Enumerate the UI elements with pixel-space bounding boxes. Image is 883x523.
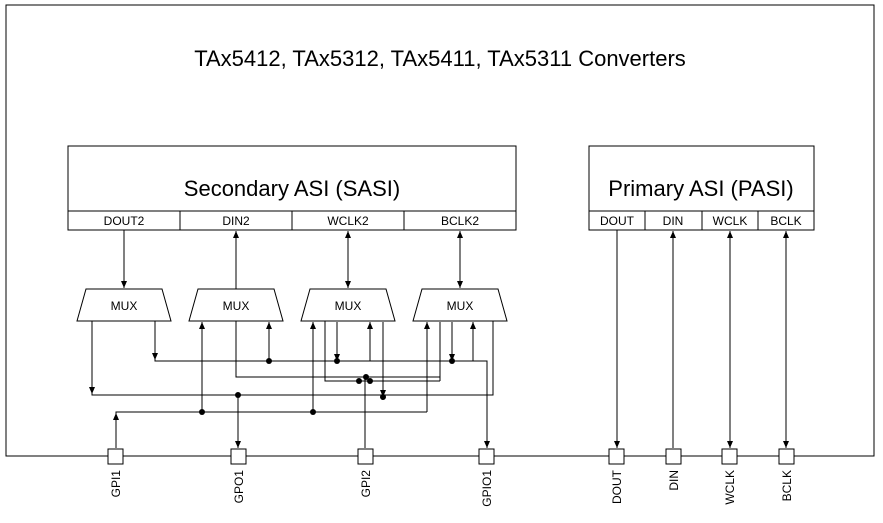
junction-dot bbox=[199, 409, 205, 415]
route-mux3-out bbox=[324, 321, 359, 382]
pin-gpo1 bbox=[230, 448, 247, 465]
mux-label: MUX bbox=[111, 299, 138, 313]
junction-dot bbox=[367, 378, 373, 384]
label-gpi1: GPI1 bbox=[109, 470, 123, 498]
junction-dot bbox=[310, 409, 316, 415]
mux-shape bbox=[76, 288, 172, 322]
route-gpio1-bus bbox=[91, 321, 494, 396]
pasi-pin-din: DIN bbox=[663, 214, 684, 228]
mux-shape bbox=[188, 288, 284, 322]
pasi-pin-dout: DOUT bbox=[600, 214, 635, 228]
pin-dout bbox=[608, 448, 625, 465]
pin-wclk bbox=[721, 448, 738, 465]
route-gpio1-out bbox=[154, 321, 488, 448]
junction-dot bbox=[235, 392, 241, 398]
pin-gpi2 bbox=[357, 448, 374, 465]
label-bclk: BCLK bbox=[780, 470, 794, 501]
sasi-pin-bclk2: BCLK2 bbox=[441, 214, 479, 228]
mux-wclk2: MUX bbox=[300, 288, 396, 322]
bus-gpi1 bbox=[115, 411, 427, 448]
external-pin-labels: GPI1 GPO1 GPI2 GPIO1 DOUT DIN WCLK BCLK bbox=[109, 469, 794, 506]
junction-dot bbox=[334, 358, 340, 364]
label-gpo1: GPO1 bbox=[232, 470, 246, 504]
sasi-block: Secondary ASI (SASI) DOUT2 DIN2 WCLK2 BC… bbox=[67, 145, 517, 231]
mux-shape bbox=[300, 288, 396, 322]
sasi-title: Secondary ASI (SASI) bbox=[184, 176, 400, 201]
label-gpio1: GPIO1 bbox=[480, 470, 494, 507]
sasi-pin-wclk2: WCLK2 bbox=[327, 214, 369, 228]
mux-shape bbox=[412, 288, 508, 322]
junction-dot bbox=[380, 394, 386, 400]
pin-din bbox=[665, 448, 682, 465]
label-wclk: WCLK bbox=[723, 470, 737, 505]
route-mux2-out bbox=[235, 321, 366, 378]
mux-label: MUX bbox=[223, 299, 250, 313]
junction-dot bbox=[449, 358, 455, 364]
pasi-pin-wclk: WCLK bbox=[713, 214, 748, 228]
label-din: DIN bbox=[667, 470, 681, 491]
label-dout: DOUT bbox=[610, 469, 624, 504]
external-pins bbox=[107, 448, 795, 465]
pasi-block: Primary ASI (PASI) DOUT DIN WCLK BCLK bbox=[588, 145, 815, 231]
device-frame bbox=[5, 4, 875, 457]
pasi-title: Primary ASI (PASI) bbox=[608, 176, 793, 201]
mux-dout2: MUX bbox=[76, 288, 172, 322]
pin-bclk bbox=[778, 448, 795, 465]
label-gpi2: GPI2 bbox=[359, 470, 373, 498]
mux-label: MUX bbox=[335, 299, 362, 313]
mux-bclk2: MUX bbox=[412, 288, 508, 322]
junction-dot bbox=[266, 358, 272, 364]
sasi-pin-dout2: DOUT2 bbox=[104, 214, 145, 228]
sasi-pin-din2: DIN2 bbox=[222, 214, 250, 228]
mux-din2: MUX bbox=[188, 288, 284, 322]
pin-gpi1 bbox=[107, 448, 124, 465]
pin-gpio1 bbox=[478, 448, 495, 465]
routing-network bbox=[89, 321, 494, 448]
mux-label: MUX bbox=[447, 299, 474, 313]
pasi-pin-bclk: BCLK bbox=[770, 214, 801, 228]
diagram-title: TAx5412, TAx5312, TAx5411, TAx5311 Conve… bbox=[194, 46, 686, 71]
junction-dot bbox=[363, 374, 369, 380]
junction-dot bbox=[356, 378, 362, 384]
